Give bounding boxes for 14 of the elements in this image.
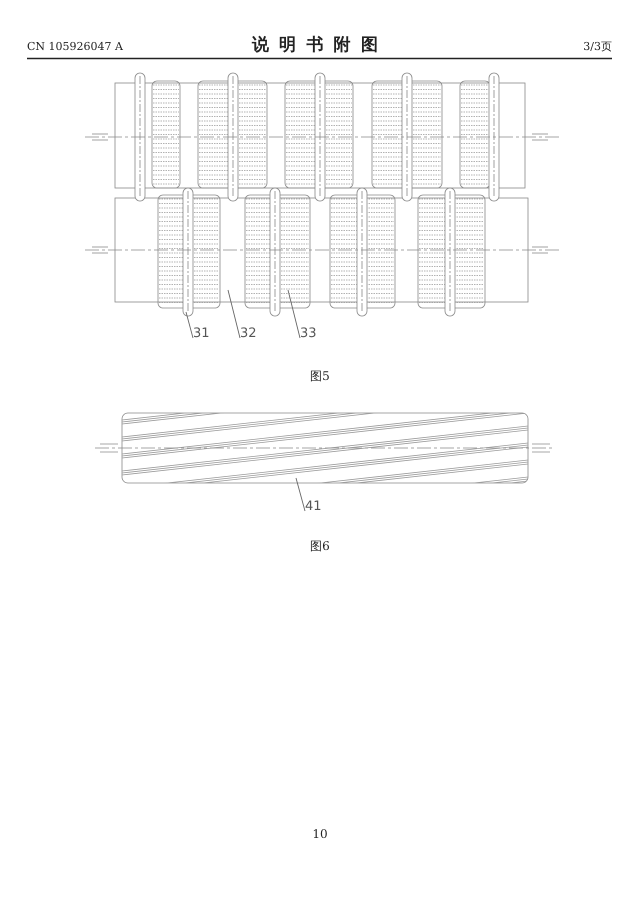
callout-number: 41: [305, 500, 322, 513]
callout-number: 33: [300, 327, 317, 340]
page-title: 说明书附图: [252, 35, 388, 55]
figure-label: 图5: [310, 369, 330, 383]
leader-line: [296, 478, 306, 512]
callout-number: 31: [193, 327, 210, 340]
patent-number: CN 105926047 A: [27, 40, 123, 53]
figure-label: 图6: [310, 539, 330, 553]
leader-line: [288, 290, 300, 338]
page-count: 3/3页: [583, 40, 612, 53]
page-number: 10: [312, 827, 328, 841]
leader-line: [228, 290, 240, 338]
callout-number: 32: [240, 327, 257, 340]
leader-line: [186, 312, 194, 338]
